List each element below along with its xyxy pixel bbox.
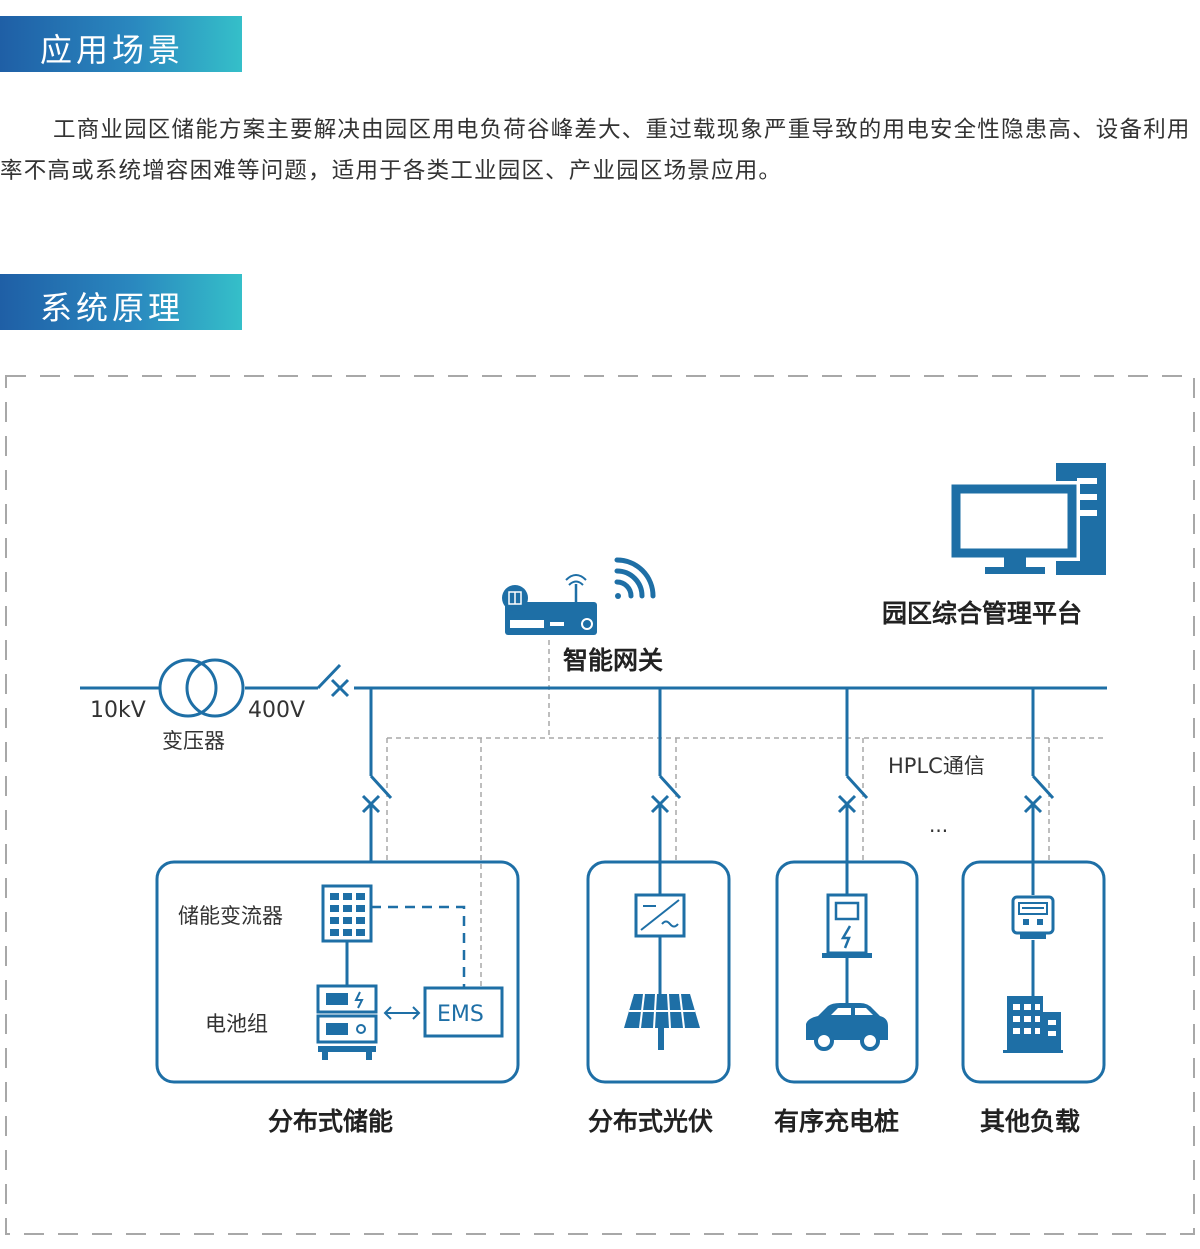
solar-panel-icon bbox=[624, 993, 700, 1050]
pcs-label: 储能变流器 bbox=[178, 904, 283, 928]
section-title-scenario: 应用场景 bbox=[40, 31, 185, 69]
storage-label: 分布式储能 bbox=[268, 1107, 393, 1136]
pcs-icon bbox=[321, 884, 373, 943]
pv-label: 分布式光伏 bbox=[588, 1107, 713, 1136]
main-bus bbox=[80, 663, 1107, 690]
pcs-ems-link bbox=[371, 905, 466, 988]
inverter-icon bbox=[634, 893, 686, 938]
meter-icon bbox=[1011, 895, 1055, 939]
other-load-label: 其他负载 bbox=[980, 1107, 1080, 1136]
main-breaker-icon bbox=[330, 678, 350, 698]
section-banner-principle: 系统原理 bbox=[0, 274, 242, 330]
voltage-10kv-label: 10kV bbox=[90, 698, 146, 723]
platform-label: 园区综合管理平台 bbox=[882, 599, 1082, 628]
building-icon bbox=[1003, 996, 1063, 1053]
gateway-icon bbox=[502, 574, 597, 635]
charger-box bbox=[775, 860, 919, 1084]
storage-box bbox=[155, 860, 520, 1084]
charging-pile-icon bbox=[822, 893, 872, 958]
hplc-label: HPLC通信 bbox=[888, 754, 985, 778]
car-icon bbox=[806, 1003, 888, 1051]
pv-box bbox=[586, 860, 731, 1084]
transformer-label: 变压器 bbox=[162, 729, 225, 753]
bidirectional-arrow-icon bbox=[383, 1006, 421, 1020]
voltage-400v-label: 400V bbox=[248, 698, 305, 723]
battery-icon bbox=[316, 984, 378, 1060]
transformer-icon bbox=[158, 658, 245, 718]
feeder-breakers bbox=[361, 794, 1043, 814]
section-title-principle: 系统原理 bbox=[40, 289, 185, 327]
ems-label: EMS bbox=[437, 1002, 484, 1027]
more-loads-ellipsis: ... bbox=[929, 813, 948, 837]
feeder-lines bbox=[369, 688, 1055, 1008]
other-load-box bbox=[961, 860, 1106, 1084]
computer-icon bbox=[948, 463, 1106, 575]
wifi-icon bbox=[614, 557, 656, 599]
battery-label: 电池组 bbox=[205, 1012, 268, 1036]
diagram-frame bbox=[5, 375, 1195, 1235]
ems-box bbox=[423, 986, 504, 1038]
hplc-comm-lines bbox=[386, 640, 1107, 988]
charger-label: 有序充电桩 bbox=[774, 1107, 899, 1136]
section-banner-scenario: 应用场景 bbox=[0, 16, 242, 72]
gateway-label: 智能网关 bbox=[563, 646, 663, 675]
scenario-description: 工商业园区储能方案主要解决由园区用电负荷谷峰差大、重过载现象严重导致的用电安全性… bbox=[0, 117, 1191, 184]
